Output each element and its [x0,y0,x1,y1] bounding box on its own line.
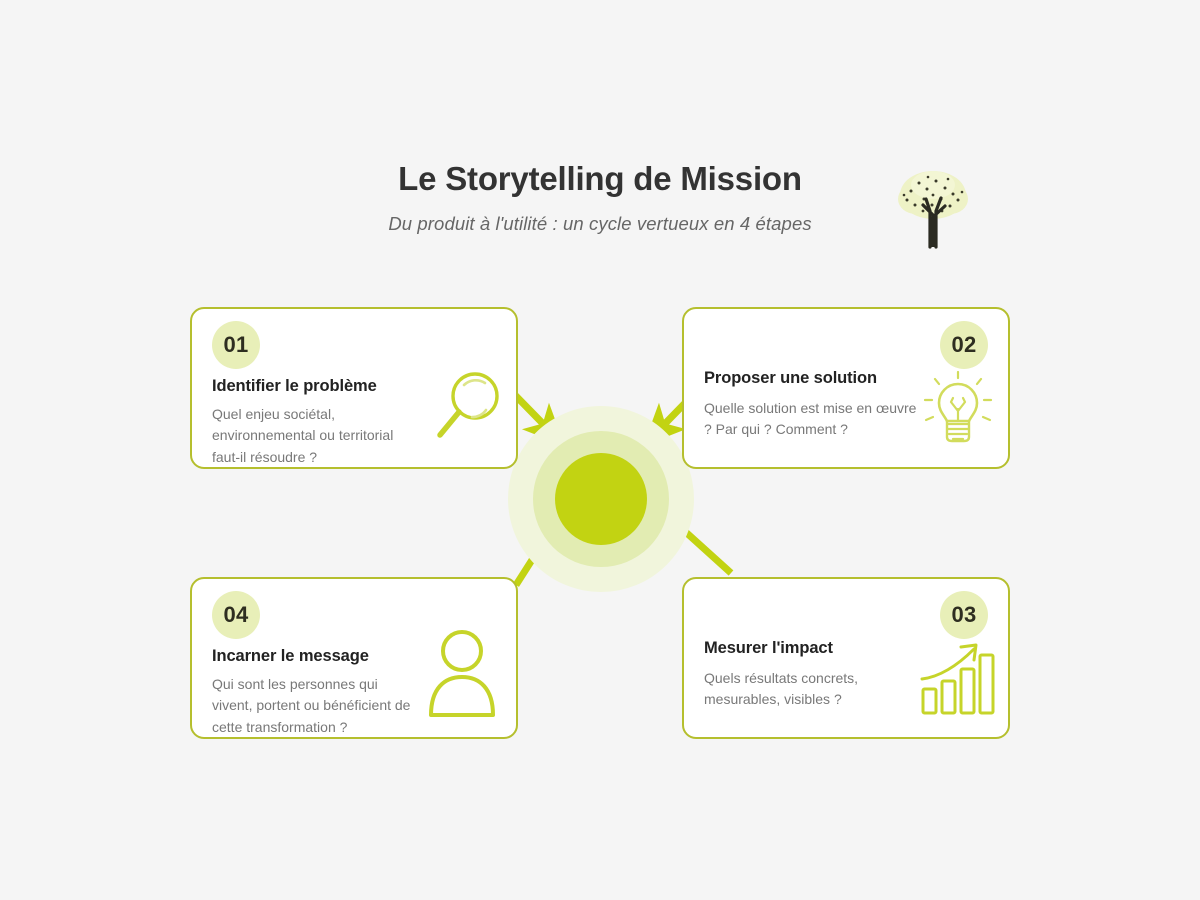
step-title: Incarner le message [212,647,369,665]
lightbulb-icon [923,370,993,443]
step-title: Proposer une solution [704,369,877,387]
step-card-02[interactable]: 02 Proposer une solution Quelle solution… [682,307,1010,469]
step-number-badge: 04 [212,591,260,639]
step-card-01[interactable]: 01 Identifier le problème Quel enjeu soc… [190,307,518,469]
step-card-04[interactable]: 04 Incarner le message Qui sont les pers… [190,577,518,739]
step-number-badge: 02 [940,321,988,369]
step-description: Qui sont les personnes qui vivent, porte… [212,676,411,735]
magnifier-icon [437,372,499,438]
step-description: Quel enjeu sociétal, environnemental ou … [212,406,394,465]
center-hub [508,406,694,592]
page-header: Le Storytelling de Mission Du produit à … [0,160,1200,235]
step-description: Quels résultats concrets, mesurables, vi… [704,670,859,708]
step-card-03[interactable]: 03 Mesurer l'impact Quels résultats conc… [682,577,1010,739]
step-title: Mesurer l'impact [704,639,833,657]
tree-icon [898,171,968,249]
growth-chart-icon [920,643,995,715]
page-title: Le Storytelling de Mission [398,160,802,197]
page-subtitle: Du produit à l'utilité : un cycle vertue… [388,212,812,234]
step-number-badge: 01 [212,321,260,369]
step-title: Identifier le problème [212,377,377,395]
step-number-badge: 03 [940,591,988,639]
person-icon [429,630,495,717]
step-description: Quelle solution est mise en œuvre ? Par … [704,400,917,438]
hub-core [555,453,647,545]
